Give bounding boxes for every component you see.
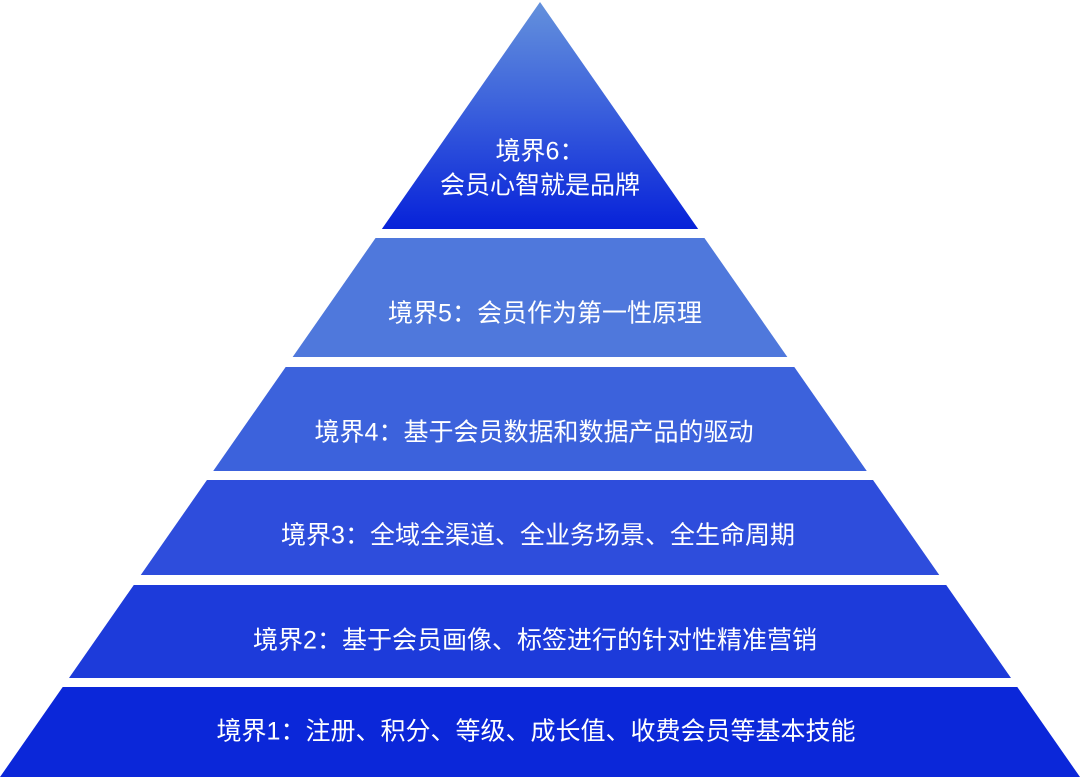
level-1-label: 境界1：注册、积分、等级、成长值、收费会员等基本技能 <box>217 718 856 746</box>
level-1-block <box>0 687 1080 777</box>
level-2-block <box>0 585 1080 678</box>
level-5-block <box>0 238 1080 357</box>
level-2-label: 境界2：基于会员画像、标签进行的针对性精准营销 <box>253 627 817 655</box>
level-4-label: 境界4：基于会员数据和数据产品的驱动 <box>315 419 754 447</box>
level-3-label: 境界3：全域全渠道、全业务场景、全生命周期 <box>281 522 795 550</box>
level-6-label: 会员心智就是品牌 <box>440 172 640 200</box>
level-5-label: 境界5：会员作为第一性原理 <box>388 300 702 328</box>
level-6-title: 境界6： <box>496 138 585 166</box>
